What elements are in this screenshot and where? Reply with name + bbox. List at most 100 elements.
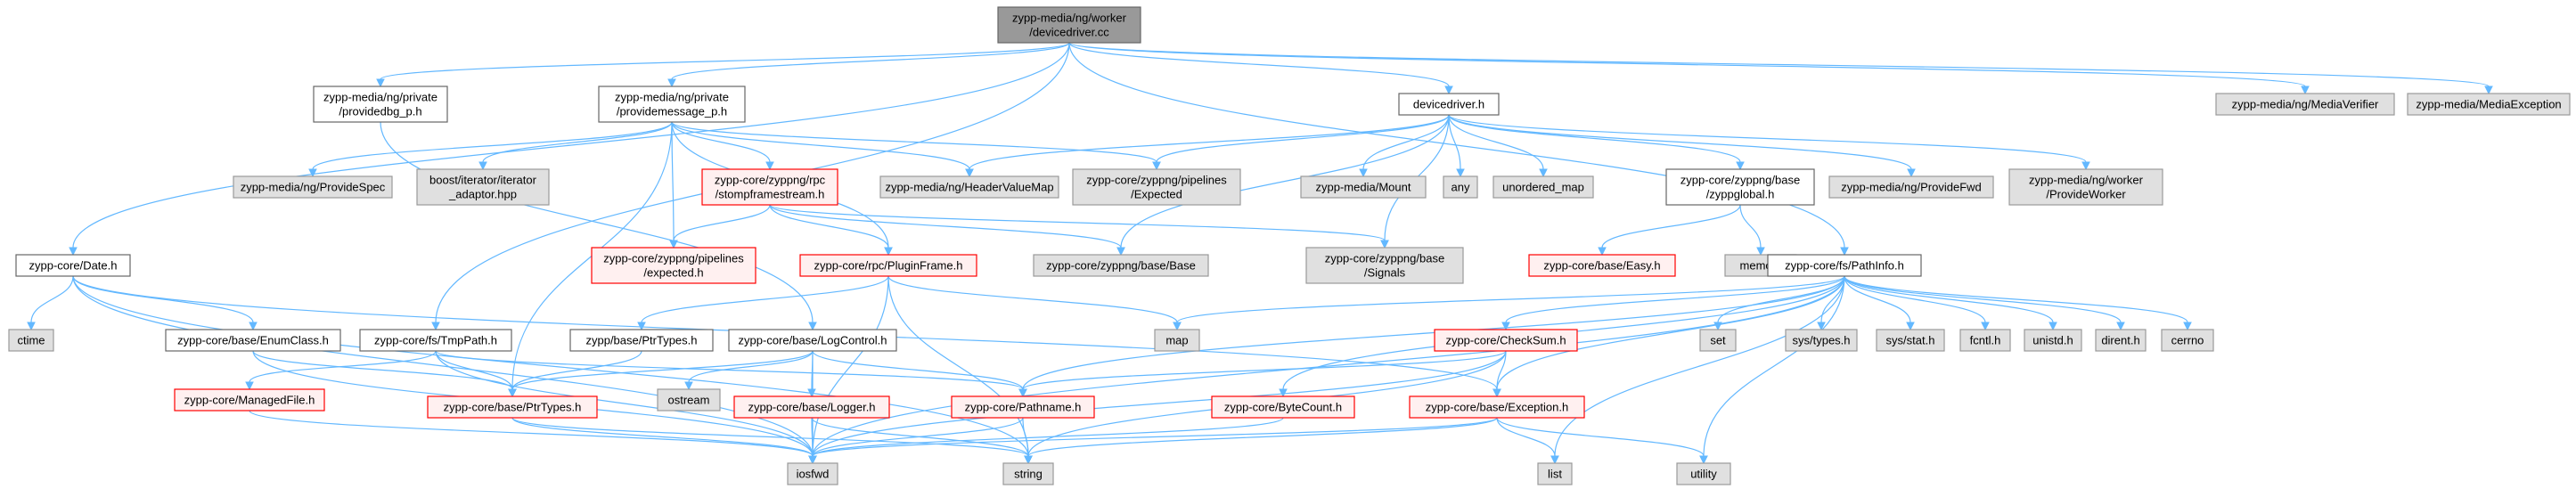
graph-node-zyppglobal[interactable]: zypp-core/zyppng/base/zyppglobal.h (1665, 168, 1815, 206)
arrowhead (1279, 388, 1288, 398)
node-label: zypp/base/PtrTypes.h (585, 334, 697, 347)
arrowhead (2116, 322, 2125, 331)
node-label: zypp-media/ng/private (615, 91, 729, 104)
edge-pathinfo-to-unistd (1844, 275, 2057, 331)
node-box (1398, 93, 1500, 116)
node-box (1300, 175, 1427, 199)
graph-node-mediaexception: zypp-media/MediaException (2407, 93, 2571, 116)
graph-node-set: set (1699, 329, 1737, 352)
graph-node-enumclass[interactable]: zypp-core/base/EnumClass.h (165, 329, 341, 352)
graph-node-devicedriver-h[interactable]: devicedriver.h (1398, 93, 1500, 116)
graph-node-providefwd: zypp-media/ng/ProvideFwd (1828, 175, 1994, 199)
edge-devicedriver-h-to-providefwd (1448, 114, 1916, 178)
graph-node-stompframestream[interactable]: zypp-core/zyppng/rpc/stompframestream.h (701, 168, 838, 206)
graph-node-providemessage[interactable]: zypp-media/ng/private/providemessage_p.h (598, 86, 746, 123)
node-box (1434, 329, 1578, 352)
graph-node-string: string (1002, 462, 1054, 485)
arrowhead (637, 322, 646, 331)
node-box (2008, 168, 2163, 206)
arrowhead (2049, 322, 2057, 331)
node-box (799, 254, 977, 277)
graph-node-mediaverifier: zypp-media/ng/MediaVerifier (2215, 93, 2395, 116)
node-box (879, 175, 1059, 199)
arrowhead (1756, 247, 1765, 257)
node-box (951, 395, 1095, 419)
edge-exception-to-utility (1496, 417, 1708, 465)
node-label: zypp-core/zyppng/pipelines (1086, 174, 1227, 187)
node-box (2024, 329, 2082, 352)
graph-node-zypp-ptrtypes[interactable]: zypp/base/PtrTypes.h (569, 329, 714, 352)
node-label: set (1710, 334, 1726, 347)
graph-node-pathinfo[interactable]: zypp-core/fs/PathInfo.h (1767, 254, 1922, 277)
edge-providemessage-to-pipelines-expected-sys (671, 121, 1161, 171)
arrowhead (1492, 388, 1501, 398)
graph-node-checksum[interactable]: zypp-core/CheckSum.h (1434, 329, 1578, 352)
graph-node-bytecount[interactable]: zypp-core/ByteCount.h (1211, 395, 1355, 419)
node-box (657, 388, 721, 412)
graph-node-providedbg[interactable]: zypp-media/ng/private/providedbg_p.h (313, 86, 448, 123)
node-box (1305, 247, 1464, 284)
node-label: zypp-core/fs/PathInfo.h (1785, 259, 1904, 273)
graph-node-date-h[interactable]: zypp-core/Date.h (15, 254, 131, 277)
arrowhead (1906, 322, 1915, 331)
graph-node-pathname[interactable]: zypp-core/Pathname.h (951, 395, 1095, 419)
node-label: /devicedriver.cc (1029, 26, 1109, 39)
edge-providemessage-to-iteratoradaptor (478, 121, 673, 171)
node-box (1537, 462, 1573, 485)
graph-node-easy[interactable]: zypp-core/base/Easy.h (1528, 254, 1676, 277)
edge-exception-to-string (1024, 417, 1498, 465)
node-label: zypp-core/base/LogControl.h (739, 334, 887, 347)
graph-node-exception[interactable]: zypp-core/base/Exception.h (1409, 395, 1585, 419)
node-box (1002, 462, 1054, 485)
edge-stompframestream-to-zyppng-base (769, 204, 1125, 257)
edge-pathinfo-to-checksum (1501, 275, 1845, 331)
node-label: /ProvideWorker (2046, 188, 2126, 201)
node-label: /providedbg_p.h (339, 105, 421, 118)
node-label: sys/types.h (1792, 334, 1850, 347)
node-box (733, 395, 890, 419)
edge-devicedriver-h-to-unordered-map (1448, 114, 1548, 178)
graph-node-tmppath[interactable]: zypp-core/fs/TmpPath.h (359, 329, 512, 352)
arrowhead (965, 168, 974, 178)
node-label: zypp-core/fs/TmpPath.h (374, 334, 497, 347)
edges-layer (27, 42, 2493, 465)
edge-devicedriver-h-to-provideworker (1448, 114, 2090, 171)
edge-pathinfo-to-sysstat (1844, 275, 1915, 331)
graph-node-core-ptrtypes[interactable]: zypp-core/base/PtrTypes.h (427, 395, 598, 419)
node-box (1154, 329, 1200, 352)
edge-tmppath-to-pathname (435, 350, 1027, 398)
edge-root-to-providedbg (376, 42, 1070, 88)
node-label: any (1452, 181, 1470, 194)
graph-node-root[interactable]: zypp-media/ng/worker/devicedriver.cc (997, 6, 1141, 44)
edge-zyppglobal-to-easy (1598, 204, 1741, 257)
edge-exception-to-iosfwd (808, 417, 1498, 465)
graph-node-pluginframe[interactable]: zypp-core/rpc/PluginFrame.h (799, 254, 977, 277)
arrowhead (1501, 322, 1510, 331)
node-box (1443, 175, 1478, 199)
graph-node-logcontrol[interactable]: zypp-core/base/LogControl.h (728, 329, 897, 352)
arrowhead (1024, 455, 1033, 465)
arrowhead (431, 322, 440, 331)
node-label: zypp-media/ng/ProvideFwd (1841, 181, 1982, 194)
node-label: iosfwd (797, 468, 830, 481)
node-label: sys/stat.h (1886, 334, 1935, 347)
node-label: boost/iterator/iterator (429, 174, 537, 187)
edge-core-ptrtypes-to-iosfwd (511, 417, 817, 465)
arrowhead (2183, 322, 2192, 331)
graph-node-pipelines-expected-h[interactable]: zypp-core/zyppng/pipelines/expected.h (591, 247, 756, 284)
edge-checksum-to-iosfwd (808, 350, 1507, 465)
node-label: map (1165, 334, 1188, 347)
node-label: ctime (17, 334, 45, 347)
graph-node-mount: zypp-media/Mount (1300, 175, 1427, 199)
edge-pluginframe-to-iosfwd (808, 275, 889, 465)
graph-node-managedfile[interactable]: zypp-core/ManagedFile.h (174, 388, 325, 412)
edge-logcontrol-to-core-ptrtypes (508, 350, 814, 398)
graph-node-logger[interactable]: zypp-core/base/Logger.h (733, 395, 890, 419)
arrowhead (1173, 322, 1182, 331)
node-box (2161, 329, 2214, 352)
graph-node-signals: zypp-core/zyppng/base/Signals (1305, 247, 1464, 284)
node-label: zypp-core/base/EnumClass.h (177, 334, 329, 347)
graph-node-iosfwd: iosfwd (787, 462, 838, 485)
edge-root-to-mediaverifier (1068, 42, 2310, 95)
edge-stompframestream-to-pluginframe (769, 204, 893, 257)
